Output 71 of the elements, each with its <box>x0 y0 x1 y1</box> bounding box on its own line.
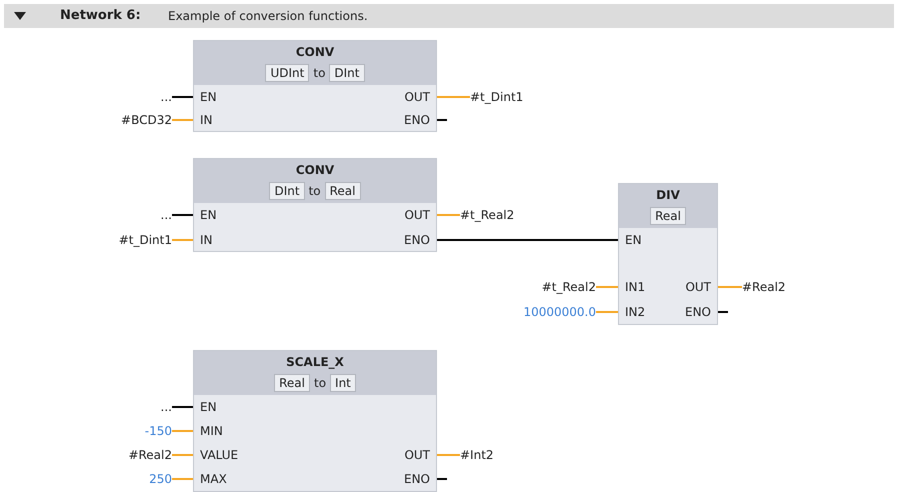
type-separator-text: to <box>314 375 326 391</box>
type-separator-text: to <box>308 183 321 199</box>
pin-label: ENO <box>404 231 437 249</box>
data-type-label: Real <box>324 182 360 200</box>
pin-label: OUT <box>685 278 718 296</box>
pin-label: OUT <box>404 206 437 224</box>
block-title: CONV <box>294 163 336 177</box>
pin-label: ENO <box>684 303 718 321</box>
operand-label: #t_Real2 <box>542 278 596 296</box>
operand-label: #Real2 <box>742 278 786 296</box>
connection-line <box>437 478 447 480</box>
operand-label: #t_Dint1 <box>118 231 172 249</box>
connection-line <box>437 214 460 216</box>
pin-label: MAX <box>193 470 227 488</box>
pin-label: IN <box>193 111 213 129</box>
operand-label: #t_Dint1 <box>470 88 524 106</box>
connection-line <box>596 311 618 313</box>
data-type-label: Real <box>650 207 686 225</box>
connection-line <box>437 119 447 121</box>
pin-label: IN1 <box>618 278 646 296</box>
operand-label: 250 <box>149 470 172 488</box>
pin-label: EN <box>193 88 217 106</box>
pin-label: ENO <box>404 111 437 129</box>
block-title: CONV <box>294 45 336 59</box>
connection-line <box>437 239 618 241</box>
pin-label: EN <box>193 398 217 416</box>
connection-line <box>172 96 193 98</box>
connection-line <box>172 430 193 432</box>
connection-line <box>596 286 618 288</box>
operand-label: #t_Real2 <box>460 206 514 224</box>
connection-line <box>172 406 193 408</box>
data-type-label: UDInt <box>265 64 310 82</box>
connection-line <box>172 214 193 216</box>
pin-label: IN2 <box>618 303 646 321</box>
function-block <box>618 183 718 325</box>
pin-label: VALUE <box>193 446 238 464</box>
connection-line <box>172 119 193 121</box>
operand-label: #Real2 <box>128 446 172 464</box>
connection-line <box>437 454 460 456</box>
pin-label: OUT <box>404 446 437 464</box>
type-separator-text: to <box>313 65 326 81</box>
data-type-label: DInt <box>269 182 305 200</box>
block-title: SCALE_X <box>285 355 345 369</box>
function-block <box>193 158 437 252</box>
operand-label: 10000000.0 <box>523 303 596 321</box>
function-block <box>193 350 437 492</box>
operand-label: ... <box>160 206 172 224</box>
pin-label: ENO <box>404 470 437 488</box>
connection-line <box>437 96 470 98</box>
connection-line <box>172 239 193 241</box>
connection-line <box>718 286 742 288</box>
pin-label: OUT <box>404 88 437 106</box>
pin-label: MIN <box>193 422 223 440</box>
data-type-label: Int <box>330 374 356 392</box>
operand-label: #Int2 <box>460 446 494 464</box>
data-type-label: DInt <box>329 64 364 82</box>
operand-label: #BCD32 <box>121 111 172 129</box>
network-comment: Example of conversion functions. <box>168 9 368 23</box>
pin-label: IN <box>193 231 213 249</box>
connection-line <box>718 311 728 313</box>
block-title: DIV <box>655 188 681 202</box>
operand-label: -150 <box>144 422 172 440</box>
pin-label: EN <box>618 231 642 249</box>
function-block <box>193 40 437 132</box>
operand-label: ... <box>160 398 172 416</box>
pin-label: EN <box>193 206 217 224</box>
connection-line <box>172 454 193 456</box>
network-title: Network 6: <box>60 8 141 23</box>
data-type-label: Real <box>274 374 310 392</box>
operand-label: ... <box>160 88 172 106</box>
connection-line <box>172 478 193 480</box>
